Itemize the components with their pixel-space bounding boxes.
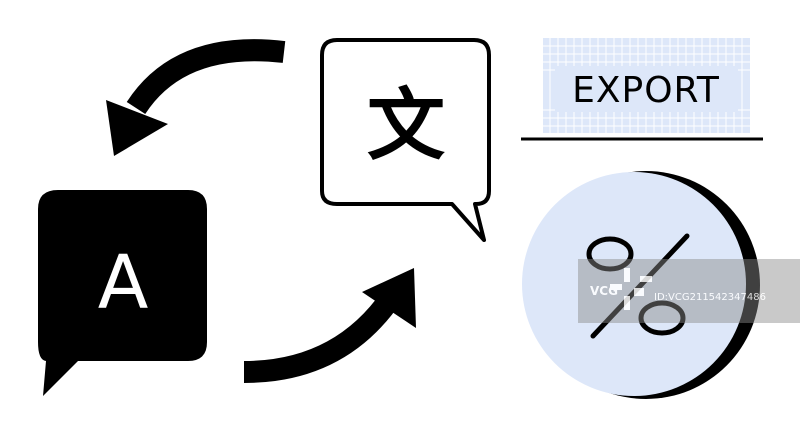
arrow-curved-top-left-icon [106, 39, 286, 156]
speech-bubble-chinese-character: 文 [367, 81, 445, 171]
percent-symbol-icon [586, 233, 690, 339]
arrow-curved-bottom-right-icon [243, 268, 416, 383]
speech-bubble-a-icon: A [38, 190, 207, 396]
watermark: VCG ID:VCG211542347486 [578, 259, 800, 323]
watermark-logo-text: VCG [590, 284, 618, 298]
export-label: EXPORT [572, 70, 720, 111]
percent-circle-icon [522, 171, 760, 399]
export-sign: EXPORT [521, 38, 763, 141]
watermark-id-text: ID:VCG211542347486 [654, 292, 766, 303]
speech-bubble-a-letter: A [98, 240, 149, 326]
speech-bubble-chinese-icon: 文 [320, 38, 491, 242]
watermark-logo-icon [610, 268, 652, 310]
